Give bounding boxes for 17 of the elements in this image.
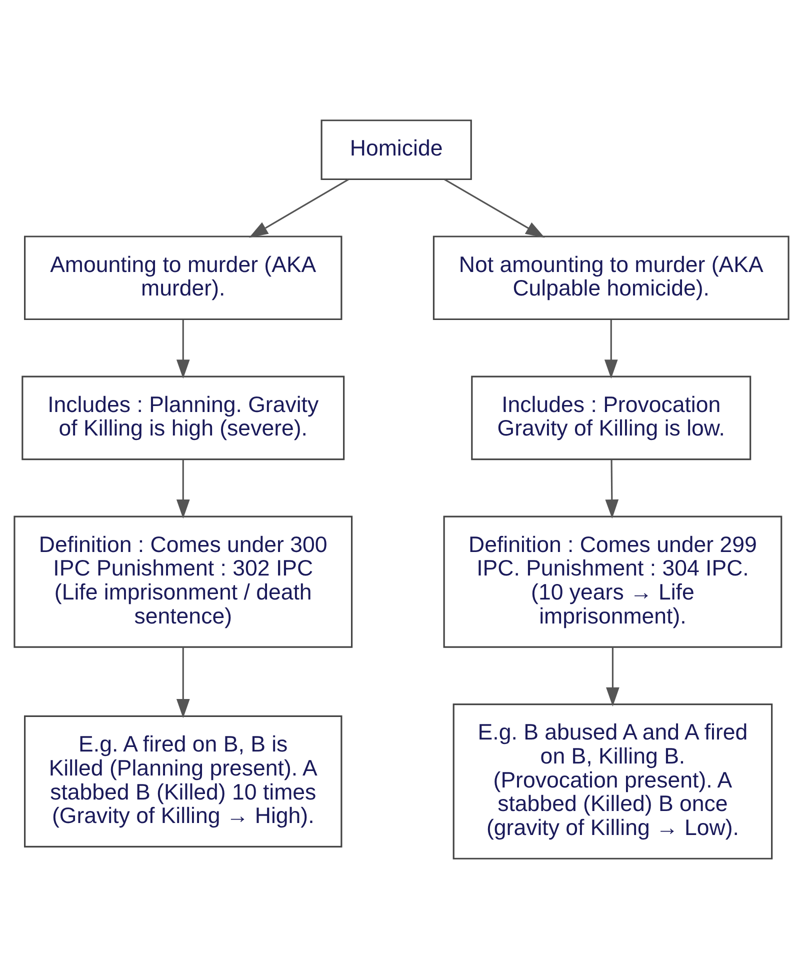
node-box: Definition : Comes under 300 IPC Punishment : 302 IPC (Life imprisonment / death sentence)	[14, 516, 353, 648]
node-box: E.g. B abused A and A fired on B, Killing B. (Provocation present). A stabbed (Killed) B once (gravity of Killing → Low).	[452, 704, 773, 860]
arrow	[444, 178, 545, 238]
arrow	[176, 647, 190, 718]
node-box: Includes : Provocation Gravity of Killing is low.	[471, 376, 752, 460]
node-box: Definition : Comes under 299 IPC. Punishment : 304 IPC. (10 years → Life imprisonment).	[443, 516, 782, 648]
node-box: Amounting to murder (AKA murder).	[24, 236, 342, 320]
arrow	[176, 460, 190, 519]
node-box: Not amounting to murder (AKA Culpable homicide).	[432, 236, 790, 320]
arrow	[605, 460, 619, 519]
arrow	[176, 320, 190, 379]
arrow	[604, 320, 618, 379]
node-box: E.g. A fired on B, B is Killed (Planning present). A stabbed B (Killed) 10 times (Gravity of Killing → High).	[24, 715, 342, 848]
node-box: Includes : Planning. Gravity of Killing is high (severe).	[22, 376, 345, 460]
node-box: Homicide	[320, 120, 472, 180]
arrow	[248, 178, 349, 238]
arrow	[606, 647, 620, 706]
